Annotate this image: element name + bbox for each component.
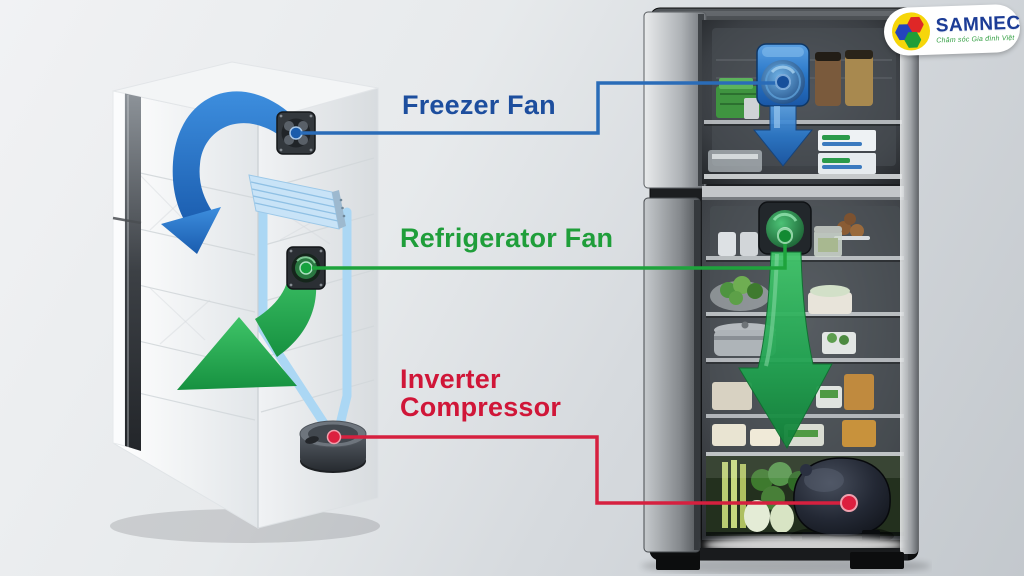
- compressor-endpoint-dot: [840, 494, 858, 512]
- cabinet-top-highlight: [658, 11, 910, 16]
- refrigerator-photo: [641, 7, 931, 574]
- door-edge-dark: [125, 93, 141, 451]
- freezer-compartment: [702, 20, 904, 184]
- refrigerator-airflow-arrow-photo: [738, 251, 833, 450]
- brand-tagline: Chăm sóc Gia đình Việt: [936, 34, 1015, 45]
- samnec-logo: SAMNEC Chăm sóc Gia đình Việt: [883, 3, 1022, 57]
- samnec-hexagon-cluster-icon: [891, 11, 931, 52]
- inverter-compressor-label: Inverter Compressor: [400, 364, 562, 423]
- freezer-fan-connector: [300, 81, 776, 135]
- door-split-line: [112, 216, 142, 225]
- fridge-feet: [656, 552, 904, 570]
- logo-text: SAMNEC Chăm sóc Gia đình Việt: [935, 12, 1022, 45]
- inverter-compressor-connector: [334, 435, 842, 505]
- refrigerator-fan-endpoint-dot: [777, 228, 793, 244]
- compressor-icon: [299, 420, 367, 473]
- compressor-start-dot: [326, 429, 342, 445]
- freezer-airflow-arrow: [161, 91, 293, 254]
- divider-shadow: [702, 197, 904, 200]
- refrigerator-fan-connector: [312, 241, 787, 270]
- refrigerator-fan-label: Refrigerator Fan: [400, 223, 614, 253]
- freezer-door-edge: [698, 14, 704, 186]
- freezer-food-items: [708, 50, 876, 174]
- evaporator-coil: [248, 174, 346, 230]
- compartment-divider: [702, 186, 904, 200]
- freezer-fan-endpoint-dot: [775, 74, 791, 90]
- door-edge-white: [112, 90, 126, 447]
- schematic-refrigerator: [110, 61, 380, 543]
- freezer-fan-label: Freezer Fan: [402, 90, 556, 120]
- schematic-shadow: [110, 509, 380, 543]
- connector-lines: [300, 74, 858, 512]
- freezer-boxes: [818, 130, 876, 174]
- refrigerator-compartment: [702, 200, 908, 546]
- refrigerator-food-items: [710, 213, 876, 447]
- brand-name: SAMNEC: [935, 12, 1021, 37]
- freezer-fan-icon: [276, 111, 316, 155]
- cabinet-right-edge: [900, 14, 918, 554]
- refrigerator-door-edge: [694, 200, 700, 550]
- freezer-airflow-arrow-photo: [752, 105, 814, 167]
- freezer-arrow-highlight: [774, 106, 780, 128]
- refrigerator-fan-icon: [286, 246, 326, 290]
